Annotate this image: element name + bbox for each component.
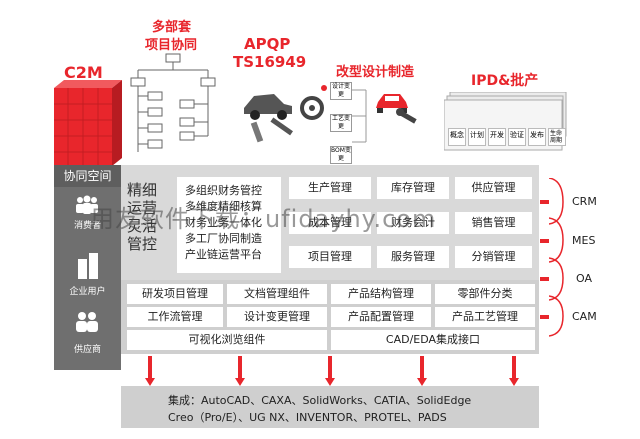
integration-cam: CAM	[572, 310, 597, 323]
module-production: 生产管理	[289, 177, 371, 199]
module-sales: 销售管理	[455, 212, 532, 234]
down-arrow	[148, 356, 152, 380]
change-tags-panel: 设计变更 工艺变更 BOM变更	[330, 82, 352, 164]
integration-crm: CRM	[572, 195, 597, 208]
left-item-enterprise: 企业用户	[69, 287, 106, 297]
vertical-line: 精细	[127, 181, 158, 199]
wrench-icon	[396, 108, 417, 124]
module-project: 项目管理	[289, 246, 371, 268]
car-tools-graphic	[244, 85, 327, 143]
row2-product-config: 产品配置管理	[331, 307, 431, 327]
vertical-line: 运营	[127, 199, 158, 217]
module-distribution: 分销管理	[455, 246, 532, 268]
apqp-label-line1: APQP	[244, 35, 291, 53]
down-arrow-head	[509, 378, 519, 386]
integration-mes: MES	[572, 234, 596, 247]
change-tag: 设计变更	[330, 82, 352, 100]
mgmt-function: 多组织财务管控	[185, 184, 262, 197]
flow-tag: 计划	[468, 128, 486, 146]
row3-cad-eda-interface: CAD/EDA集成接口	[331, 330, 535, 350]
row1-parts-classification: 零部件分类	[435, 284, 535, 304]
down-arrow-head	[325, 378, 335, 386]
oa-connector	[540, 277, 549, 281]
down-arrow	[512, 356, 516, 380]
collab-space-panel: 协同空间 消费者 企业用户 供应商	[54, 165, 121, 370]
flow-tag: 概念	[448, 128, 466, 146]
vertical-line: 管控	[127, 235, 158, 253]
mgmt-function: 多维度精细核算	[185, 200, 262, 213]
mgmt-vertical-label: 精细 运营 灵活 管控	[127, 181, 175, 253]
mes-connector	[540, 239, 549, 243]
c2m-block-graphic	[54, 80, 122, 166]
vertical-line: 灵活	[127, 217, 158, 235]
left-item-consumer: 消费者	[73, 221, 101, 231]
module-finance: 财务会计	[377, 212, 449, 234]
integration-oa: OA	[576, 272, 592, 285]
module-service: 服务管理	[377, 246, 449, 268]
row1-document: 文档管理组件	[227, 284, 327, 304]
enterprise-building-icon	[78, 253, 98, 279]
module-cost: 成本管理	[289, 212, 371, 234]
apqp-label-line2: TS16949	[233, 53, 307, 71]
integration-ring-graphic	[549, 178, 564, 337]
integration-line-1: 集成：AutoCAD、CAXA、SolidWorks、CATIA、SolidEd…	[168, 394, 472, 407]
change-tag: BOM变更	[330, 146, 352, 164]
mgmt-function: 多工厂协同制造	[185, 232, 262, 245]
flow-tag: 发布	[528, 128, 546, 146]
mgmt-function: 产业链运营平台	[185, 248, 262, 261]
flow-tag: 验证	[508, 128, 526, 146]
main-management-panel: 精细 运营 灵活 管控 多组织财务管控 多维度精细核算 财务业务一体化 多工厂协…	[121, 165, 539, 280]
left-item-supplier: 供应商	[73, 345, 101, 355]
module-inventory: 库存管理	[377, 177, 449, 199]
mod-design-label: 改型设计制造	[336, 65, 415, 80]
mgmt-functions-box: 多组织财务管控 多维度精细核算 财务业务一体化 多工厂协同制造 产业链运营平台	[177, 177, 281, 273]
c2m-label: C2M	[64, 63, 103, 82]
red-car-icon	[376, 94, 408, 113]
org-tree-graphic	[130, 53, 216, 152]
down-arrow	[420, 356, 424, 380]
down-arrow	[328, 356, 332, 380]
down-arrow-head	[417, 378, 427, 386]
collab-label-line2: 项目协同	[145, 38, 198, 53]
collab-label-line1: 多部套	[152, 20, 192, 35]
change-tag: 工艺变更	[330, 114, 352, 132]
integration-band	[121, 386, 539, 428]
collab-space-title: 协同空间	[54, 165, 121, 187]
supplier-icon	[76, 312, 98, 332]
cam-connector	[540, 315, 549, 319]
down-arrow-head	[235, 378, 245, 386]
mgmt-function: 财务业务一体化	[185, 216, 262, 229]
flow-tag: 生命周期	[548, 128, 566, 146]
crm-connector	[540, 200, 549, 204]
ipd-flow-tags: 概念 计划 开发 验证 发布 生命周期	[448, 128, 566, 146]
watermark-text: 用友软件下载：ufidayhy.com	[90, 205, 437, 233]
consumer-icon	[76, 195, 98, 214]
change-connector-graphic	[352, 89, 367, 143]
row2-design-change: 设计变更管理	[227, 307, 327, 327]
row1-product-structure: 产品结构管理	[331, 284, 431, 304]
ipd-label: IPD&批产	[471, 73, 539, 89]
integration-line-2: Creo（Pro/E）、UG NX、INVENTOR、PROTEL、PADS	[168, 411, 447, 424]
module-supply: 供应管理	[455, 177, 532, 199]
row3-visual-browser: 可视化浏览组件	[127, 330, 327, 350]
row2-product-process: 产品工艺管理	[435, 307, 535, 327]
row2-workflow: 工作流管理	[127, 307, 223, 327]
down-arrow-head	[145, 378, 155, 386]
row1-rd-project: 研发项目管理	[127, 284, 223, 304]
down-arrow	[238, 356, 242, 380]
flow-tag: 开发	[488, 128, 506, 146]
